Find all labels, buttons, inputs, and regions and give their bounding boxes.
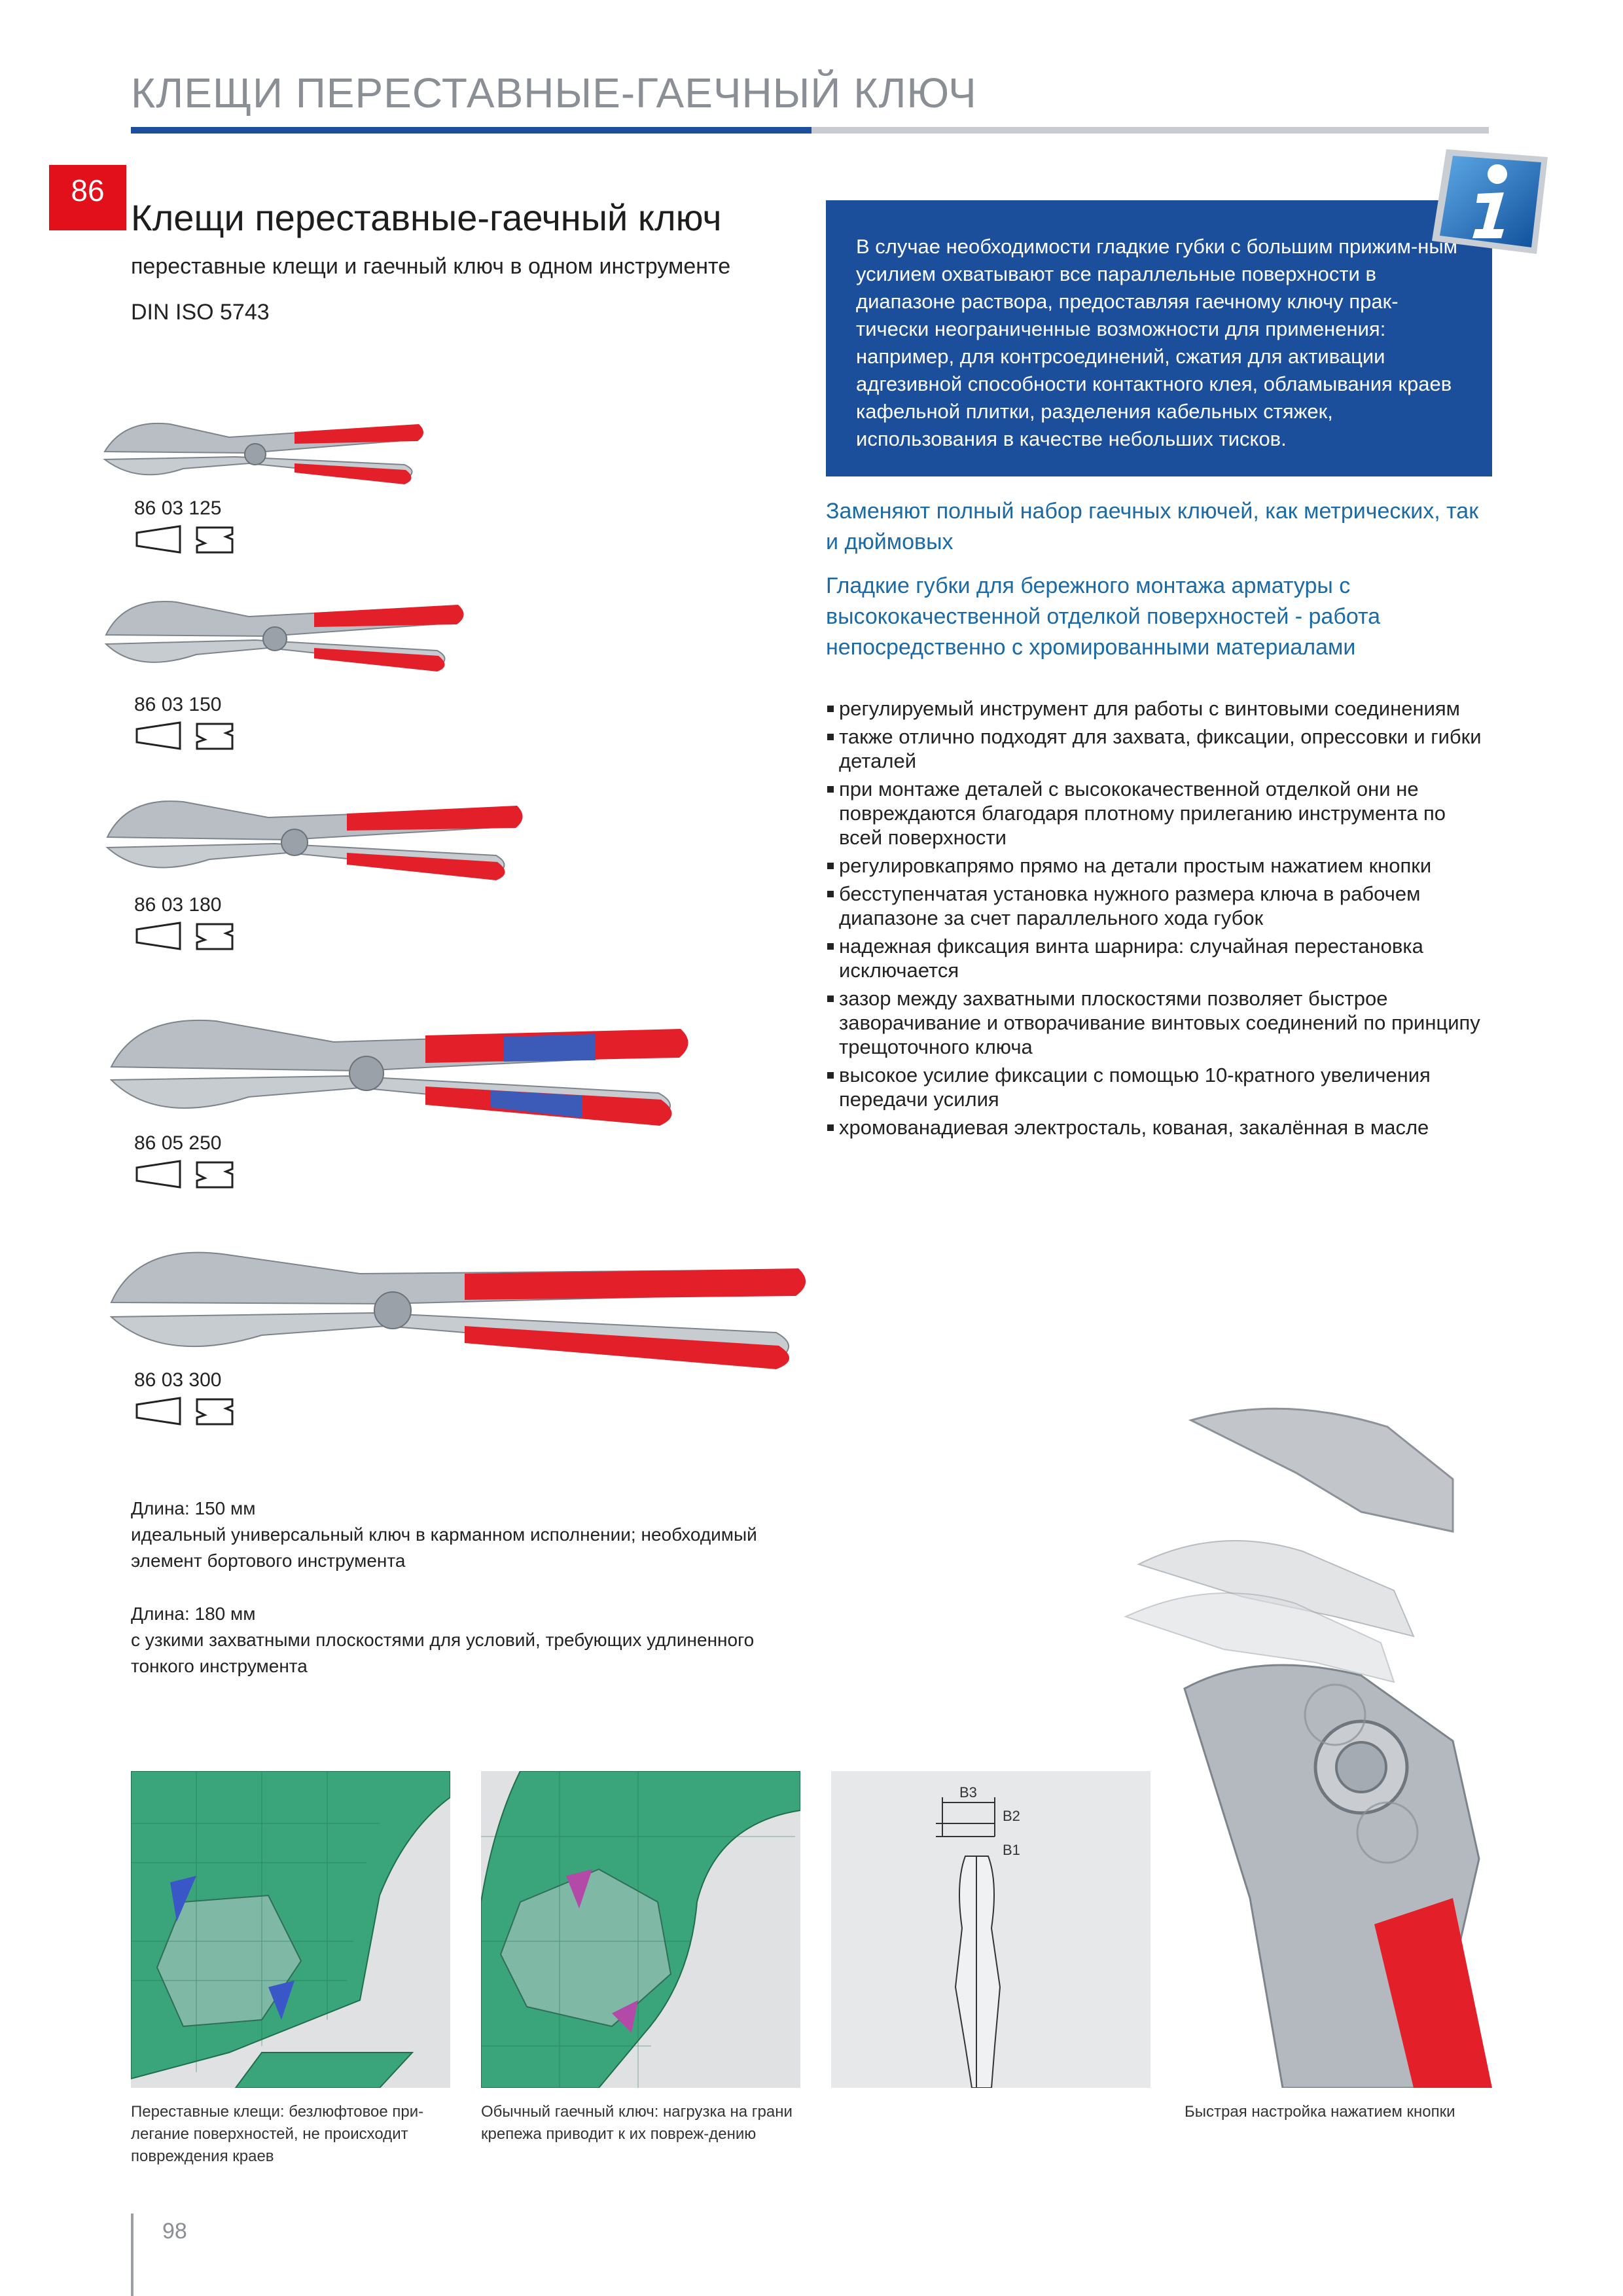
feature-item: высокое усилие фиксации с помощью 10-кра… bbox=[826, 1063, 1487, 1111]
description-180: Длина: 180 мм с узкими захватными плоско… bbox=[131, 1601, 818, 1679]
footer-rule bbox=[131, 2214, 134, 2296]
header-title: КЛЕЩИ ПЕРЕСТАВНЫЕ-ГАЕЧНЫЙ КЛЮЧ bbox=[131, 69, 977, 117]
sku-label: 86 03 125 bbox=[134, 497, 222, 519]
feature-item: хромованадиевая электросталь, кованая, з… bbox=[826, 1115, 1487, 1139]
tool-symbols bbox=[135, 1397, 234, 1426]
jaw-dimension-diagram: B3 B2 B1 bbox=[831, 1771, 1150, 2088]
product-image-86-03-300 bbox=[109, 1251, 806, 1369]
feature-item: надежная фиксация винта шарнира: случайн… bbox=[826, 934, 1487, 982]
description-text: с узкими захватными плоскостями для усло… bbox=[131, 1630, 755, 1676]
product-title: Клещи переставные-гаечный ключ bbox=[131, 197, 722, 238]
sku-label: 86 03 180 bbox=[134, 894, 222, 916]
caption-pliers: Переставные клещи: безлюфтовое при-леган… bbox=[131, 2103, 424, 2165]
handle bbox=[465, 1326, 790, 1369]
feature-item: также отлично подходят для захвата, фикс… bbox=[826, 725, 1487, 773]
handle bbox=[347, 806, 523, 831]
feature-item: зазор между захватными плоскостями позво… bbox=[826, 986, 1487, 1059]
highlight-2: Гладкие губки для бережного монтажа арма… bbox=[826, 573, 1381, 660]
header-rule-blue bbox=[131, 127, 812, 134]
handle bbox=[314, 605, 464, 627]
product-image-86-05-250 bbox=[109, 1019, 688, 1126]
info-box: В случае необходимости гладкие губки с б… bbox=[826, 200, 1492, 476]
sku-label: 86 03 150 bbox=[134, 694, 222, 715]
sku-label: 86 05 250 bbox=[134, 1132, 222, 1154]
product-image-86-03-125 bbox=[103, 422, 424, 484]
header-rule-grey bbox=[812, 127, 1489, 134]
product-subtitle: переставные клещи и гаечный ключ в одном… bbox=[131, 254, 731, 279]
caption-wrench: Обычный гаечный ключ: нагрузка на грани … bbox=[481, 2103, 793, 2143]
handle-accent bbox=[491, 1090, 582, 1118]
description-150: Длина: 150 мм идеальный универсальный кл… bbox=[131, 1496, 818, 1574]
info-icon bbox=[1432, 149, 1548, 254]
handle bbox=[294, 463, 412, 484]
fem-wrench-figure bbox=[481, 1771, 800, 2088]
handle-accent bbox=[504, 1034, 596, 1062]
fem-pliers-figure bbox=[131, 1771, 450, 2088]
product-image-86-03-180 bbox=[105, 800, 523, 880]
section-number-badge: 86 bbox=[49, 165, 126, 230]
tool-symbols bbox=[135, 922, 234, 950]
feature-item: при монтаже деталей с высококачественной… bbox=[826, 777, 1487, 850]
caption-quick-adjust: Быстрая настройка нажатием кнопки bbox=[1185, 2103, 1455, 2121]
feature-item: регулируемый инструмент для работы с вин… bbox=[826, 696, 1487, 721]
description-title: Длина: 150 мм bbox=[131, 1498, 256, 1518]
feature-list: регулируемый инструмент для работы с вин… bbox=[826, 696, 1487, 1143]
product-image-86-03-150 bbox=[104, 601, 464, 672]
handle bbox=[314, 648, 445, 672]
handle bbox=[294, 424, 424, 444]
dimension-label: B3 bbox=[959, 1784, 977, 1801]
quick-adjust-photo bbox=[1086, 1401, 1492, 2088]
dimension-label: B2 bbox=[1003, 1808, 1020, 1824]
feature-item: регулировкапрямо прямо на детали простым… bbox=[826, 853, 1487, 878]
dimension-label: B1 bbox=[1003, 1842, 1020, 1858]
description-text: идеальный универсальный ключ в карманном… bbox=[131, 1524, 757, 1571]
handle bbox=[465, 1268, 806, 1300]
description-title: Длина: 180 мм bbox=[131, 1604, 256, 1624]
info-box-text: В случае необходимости гладкие губки с б… bbox=[856, 235, 1457, 450]
highlight-1: Заменяют полный набор гаечных ключей, ка… bbox=[826, 499, 1479, 554]
tool-symbols bbox=[135, 721, 234, 750]
handle bbox=[347, 853, 505, 880]
tool-symbols bbox=[135, 525, 234, 554]
tool-symbols bbox=[135, 1160, 234, 1189]
sku-label: 86 03 300 bbox=[134, 1369, 222, 1391]
norm-label: DIN ISO 5743 bbox=[131, 300, 270, 325]
page-number: 98 bbox=[162, 2219, 187, 2244]
feature-item: бесступенчатая установка нужного размера… bbox=[826, 882, 1487, 930]
